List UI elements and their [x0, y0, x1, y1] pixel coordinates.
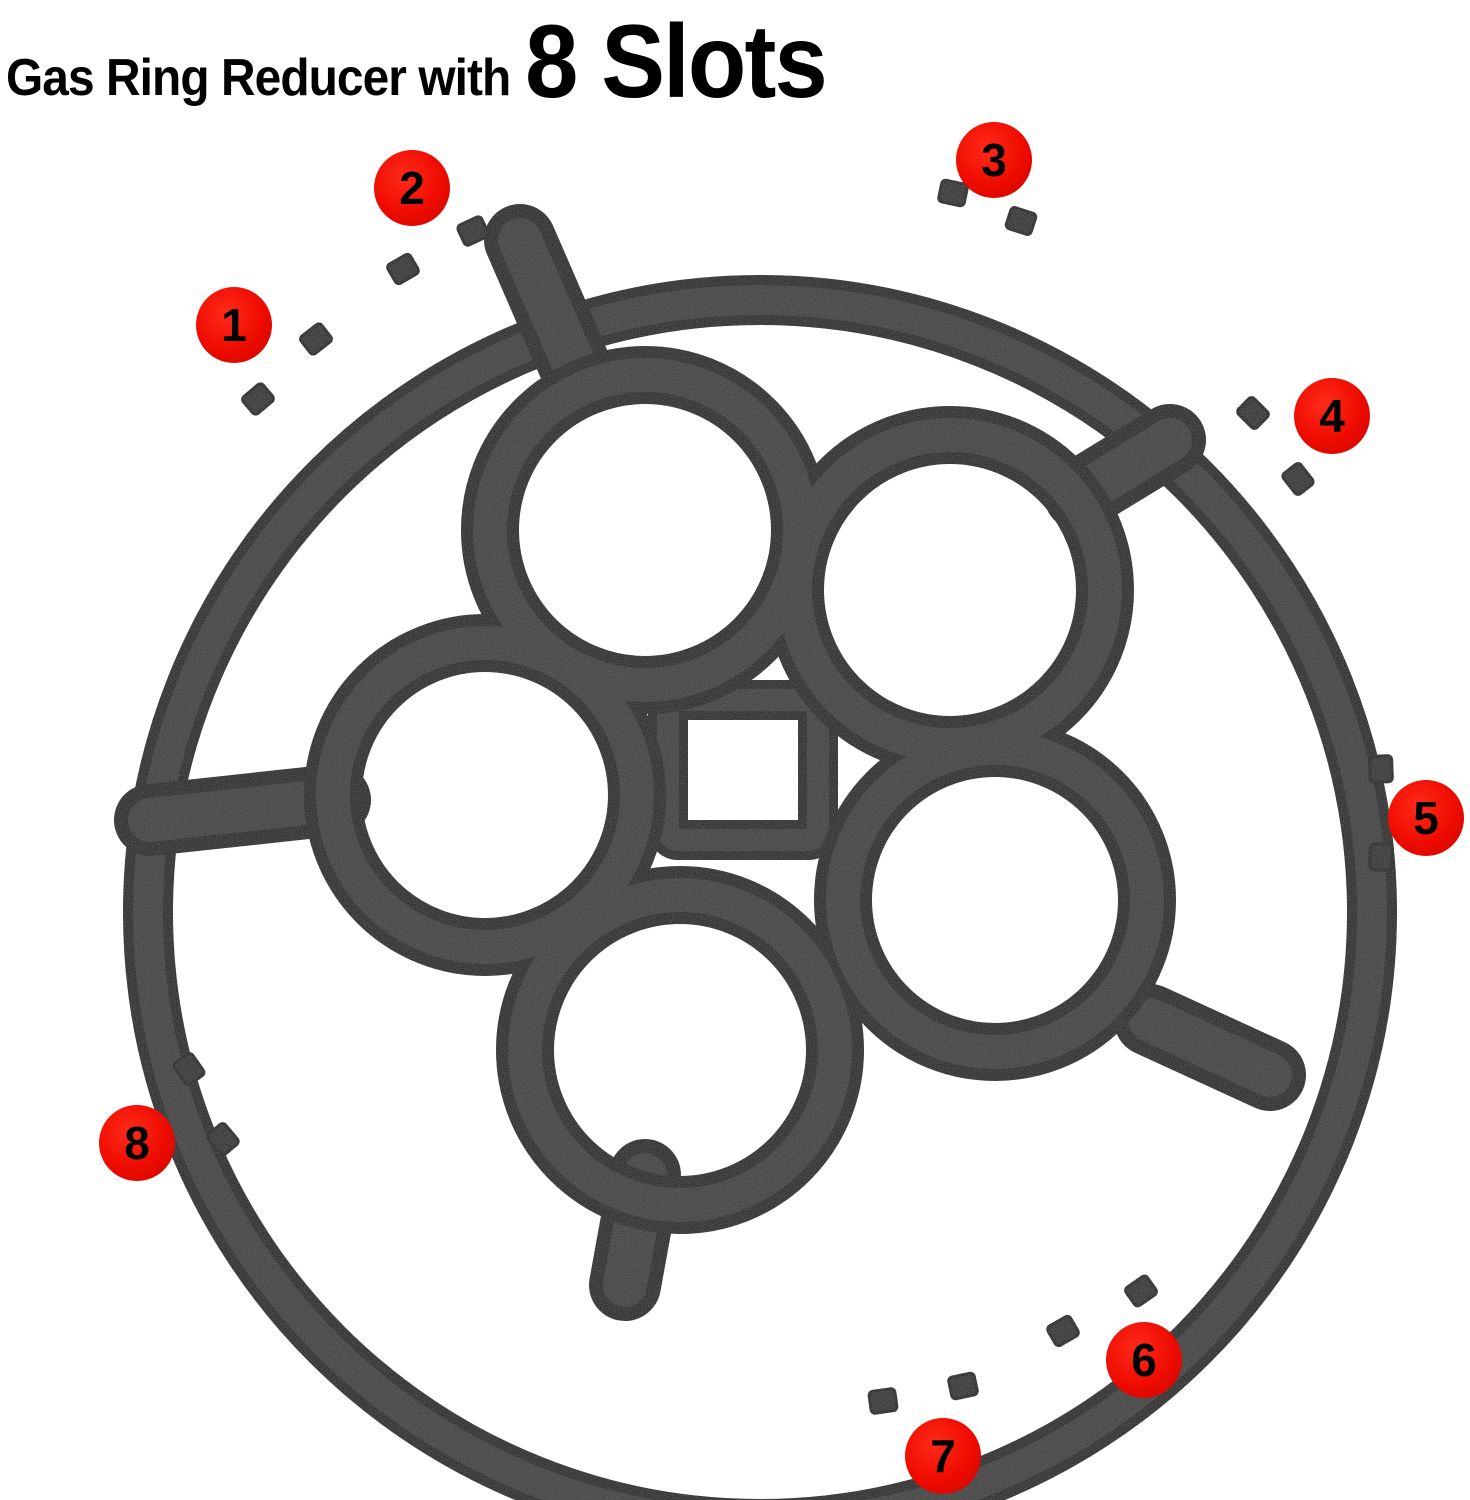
- cast-iron-trivet: [114, 178, 1397, 1500]
- slot-badge-8: 8: [99, 1105, 175, 1181]
- slot-badge-2: 2: [374, 150, 450, 226]
- slot-badge-3: 3: [956, 122, 1032, 198]
- inner-rings: [304, 346, 1176, 1234]
- outer-ring-face: [133, 285, 1387, 1500]
- center-cross: [648, 680, 838, 860]
- product-title: Gas Ring Reducer with 8 Slots: [6, 0, 828, 120]
- slot-nubs: [172, 178, 1394, 1415]
- slot-badge-6: 6: [1106, 1322, 1182, 1398]
- slot-badge-5: 5: [1388, 780, 1464, 856]
- slot-badge-7: 7: [905, 1418, 981, 1494]
- slot-badge-4: 4: [1294, 378, 1370, 454]
- title-prefix: Gas Ring Reducer with: [6, 49, 511, 107]
- slot-badge-1: 1: [196, 287, 272, 363]
- title-emphasis: 8 Slots: [525, 4, 828, 120]
